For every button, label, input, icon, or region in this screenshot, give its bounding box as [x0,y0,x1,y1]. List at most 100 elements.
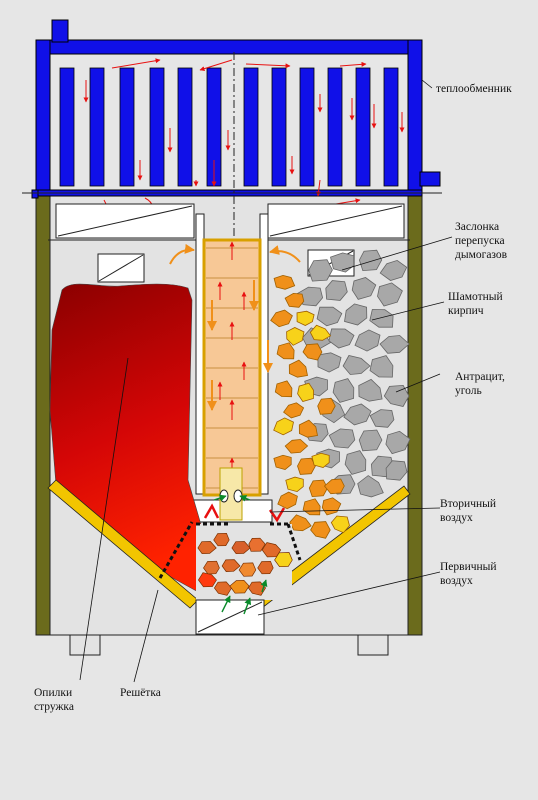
exchanger-tube [59,67,75,187]
burning-piece [238,562,257,577]
coal-chunk [273,274,296,290]
firebrick-column [191,213,273,523]
coal-chunk [317,397,336,415]
exchanger-tube [89,67,105,187]
coal-chunk [310,521,331,539]
coal-chunk [308,259,333,282]
burning-piece [274,552,293,568]
exchanger-tube [243,67,259,187]
coal-chunk [274,380,293,398]
air-arrow [260,579,268,593]
coal-chunk [309,324,332,341]
coal-chunk [330,252,355,273]
label-sawdust: Опилки стружка [34,687,74,713]
exchanger-tube [327,67,343,187]
label-heat-exchanger: теплообменник [436,83,512,95]
heat-exchanger [31,19,441,199]
burning-piece [231,541,251,555]
air-arrow [213,494,227,502]
coal-chunk [289,514,312,532]
coal-chunk [377,282,403,307]
gas-flow-arrow [111,58,161,69]
coal-chunk [385,460,408,481]
label-secondary-air: Вторичный воздух [440,498,497,524]
wall-right [407,194,423,636]
burning-piece [221,559,241,572]
coal-chunk [311,452,330,468]
coal-chunk [273,454,292,470]
flow-arrows [169,243,301,615]
coal-chunk [343,403,372,426]
label-firebrick: Шамотный кирпич [448,291,503,317]
coal-chunk [332,378,355,403]
burning-piece [197,541,217,555]
coal-chunk [284,439,309,454]
label-grate: Решётка [120,687,161,699]
coal-chunk [285,476,304,493]
leader-lines [79,79,453,683]
burning-piece [213,532,230,547]
label-coal: Антрацит, уголь [455,371,505,397]
coal-chunk [288,359,308,378]
air-arrow [221,595,231,613]
coal-chunk [385,430,411,455]
burning-piece [248,537,266,552]
gas-flow-arrow [335,198,361,205]
grate [158,521,302,579]
coal-chunk [328,428,356,449]
secondary-air-mark-left [203,503,220,519]
coal-chunk [369,309,394,328]
exchanger-tube [271,67,287,187]
gas-flow-arrow [339,61,367,67]
coal-chunk [379,259,408,281]
coal-chunk [383,384,410,407]
coal-chunk [330,515,350,534]
coal-chunk [344,303,368,326]
coal-chunk [270,309,293,328]
boiler-leg-right [357,634,389,656]
burning-coal [197,532,293,596]
coal-chunk [357,475,384,498]
coal-chunk [344,450,367,475]
coal-chunk [358,378,383,402]
coal-chunk [328,328,355,349]
gas-flow-arrow [245,63,291,69]
coal-chunk [284,292,305,308]
coal-chunk [276,342,295,360]
exchanger-tube [177,67,193,187]
coal-chunk [358,429,383,452]
coal-chunk [277,491,298,510]
coal-chunk [308,479,328,498]
coal-chunk [296,310,315,326]
coal-chunk [283,402,305,419]
gas-flow-arrow [199,59,233,72]
label-flue-damper: Заслонка перепуска дымогазов [455,221,508,261]
wall-left [35,194,51,636]
air-arrow [239,495,251,502]
coal-chunk [354,329,381,352]
burning-piece [257,560,274,575]
exchanger-tube [119,67,135,187]
coal-chunk [273,417,294,436]
coal-chunk [369,355,394,378]
coal-chunk [358,249,383,272]
exchanger-tube [299,67,315,187]
flame-arrow [269,245,301,263]
exchanger-tube [355,67,371,187]
coal-chunk [325,280,348,301]
burning-piece [197,572,217,588]
coal-chunk [316,306,343,327]
burning-piece [229,579,250,594]
burning-piece [203,560,220,575]
coal-chunk [351,277,377,300]
label-primary-air: Первичный воздух [440,561,497,587]
coal-chunk [286,327,305,346]
coal-chunk [342,355,371,375]
coal-chunk [298,419,318,438]
coal-chunk [379,335,410,354]
air-arrow [243,597,252,615]
coal-chunk [297,382,315,402]
coal-chunk [302,343,323,361]
exchanger-tubes [59,67,399,187]
